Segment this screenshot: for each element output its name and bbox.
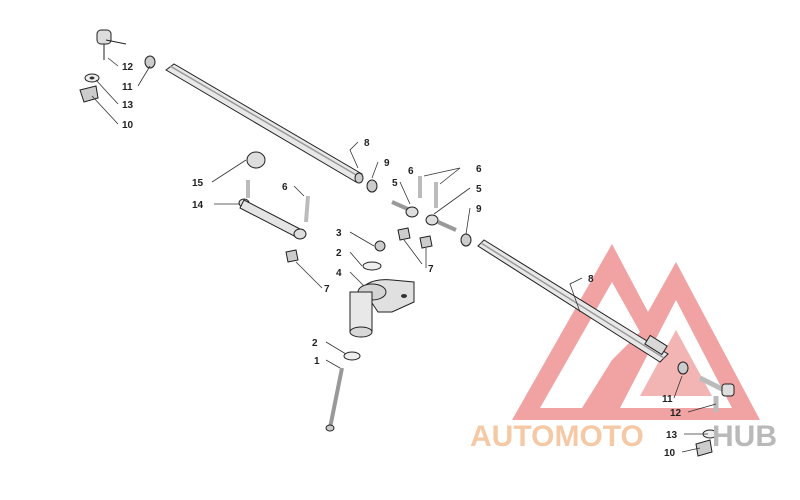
- callout-10-lower: 10: [664, 448, 676, 459]
- watermark-brand-part1: AUTOMOTO: [470, 420, 644, 453]
- callout-12-lower: 12: [670, 408, 682, 419]
- watermark-brand-part2: HUB: [712, 420, 777, 453]
- callout-7-arm: 7: [324, 284, 330, 295]
- callout-6-middle: 6: [408, 166, 414, 177]
- leader-lines: [91, 57, 717, 453]
- rod-end-left: [391, 176, 422, 241]
- washer-upper: [84, 73, 100, 83]
- callout-2-lower: 2: [312, 338, 318, 349]
- steering-arm: [238, 151, 310, 263]
- callout-14: 14: [192, 200, 204, 211]
- washer-pivot-upper: [362, 261, 382, 271]
- callout-11-upper: 11: [122, 82, 133, 93]
- watermark-triangle-inner: [540, 282, 640, 408]
- tie-rod-upper: [165, 63, 364, 184]
- jam-nut-lower: [677, 361, 689, 375]
- bushing-upper: [374, 240, 386, 252]
- watermark-triangle-core: [640, 330, 712, 396]
- callout-1: 1: [314, 356, 320, 367]
- callout-15: 15: [192, 178, 204, 189]
- callout-8-upper: 8: [364, 138, 370, 149]
- callout-4: 4: [336, 268, 342, 279]
- jam-nut-middle-left: [366, 179, 378, 193]
- callout-3: 3: [336, 228, 342, 239]
- callout-13-lower: 13: [666, 430, 678, 441]
- callout-5-right: 5: [476, 184, 482, 195]
- callout-6-right: 6: [476, 164, 482, 175]
- callout-13-upper: 13: [122, 100, 134, 111]
- washer-pivot-lower: [343, 351, 361, 361]
- callout-6-arm: 6: [282, 182, 288, 193]
- callout-10-upper: 10: [122, 120, 134, 131]
- jam-nut-upper: [144, 55, 156, 69]
- callout-8-lower: 8: [588, 274, 594, 285]
- rod-end-right: [419, 182, 457, 249]
- callout-9-right: 9: [476, 204, 482, 215]
- pivot-bolt: [325, 367, 344, 432]
- callout-11-lower: 11: [662, 394, 673, 405]
- watermark-logo: [512, 244, 760, 420]
- callout-5-left: 5: [392, 178, 398, 189]
- tie-rod-end-upper: [96, 29, 127, 60]
- callout-9-left: 9: [384, 158, 390, 169]
- callout-2-upper: 2: [336, 248, 342, 259]
- callout-labels: 12 11 13 10 8 9 5 6 5 9 7 8 11 12 13 10 …: [122, 62, 682, 459]
- watermark-text: AUTOMOTO HUB: [470, 420, 777, 453]
- lock-nut-lower: [695, 439, 713, 457]
- tie-rod-lower: [477, 239, 669, 363]
- jam-nut-middle-right: [460, 233, 472, 247]
- callout-7-middle: 7: [428, 264, 434, 275]
- callout-12-upper: 12: [122, 62, 134, 73]
- pivot-bracket: [349, 279, 415, 338]
